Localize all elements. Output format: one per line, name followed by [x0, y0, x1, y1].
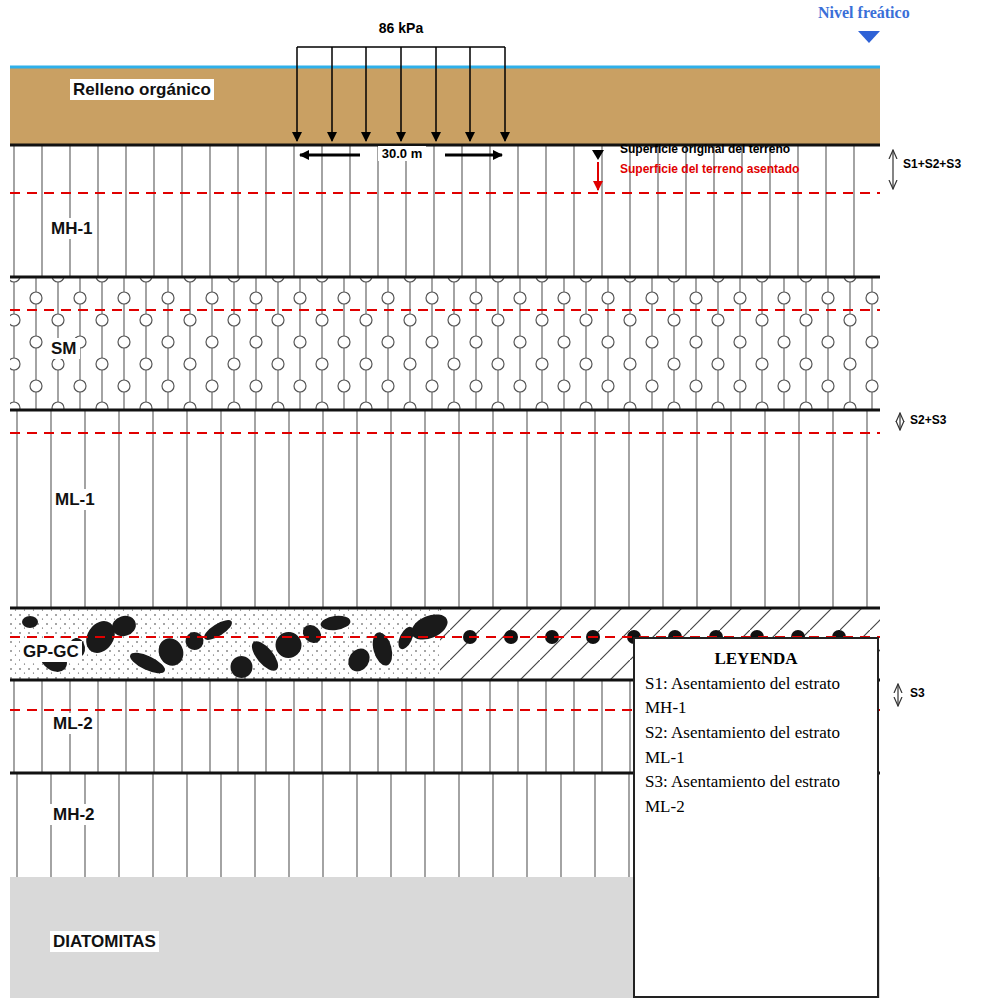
gravel-blob — [183, 630, 205, 652]
gravel-blob — [154, 634, 187, 669]
gravel-blob — [229, 654, 254, 679]
fill-layer: Relleno orgánico — [10, 68, 880, 145]
settlement-label: S1+S2+S3 — [903, 157, 961, 171]
soil-layer: SM — [10, 277, 880, 410]
dimension-label: 30.0 m — [378, 146, 426, 161]
water-table-label: Nivel freático — [818, 4, 910, 22]
settled-lines — [10, 193, 880, 710]
legend-entry: S2: Asentamiento del estrato ML-1 — [645, 721, 867, 770]
gravel-blob — [344, 644, 374, 675]
layer-name: GP-GC — [20, 641, 82, 662]
layer-boundaries — [10, 145, 880, 773]
layer-name: ML-2 — [50, 713, 96, 734]
settlement-dimensions — [893, 150, 900, 706]
legend-entry: S3: Asentamiento del estrato ML-2 — [645, 770, 867, 819]
settlement-arrow — [597, 162, 599, 190]
layer-name: Relleno orgánico — [70, 79, 214, 100]
settlement-label: S3 — [910, 686, 925, 700]
layer-name: MH-1 — [48, 218, 96, 239]
gravel-blob — [275, 632, 301, 658]
original-surface-marker — [592, 150, 604, 160]
water-table-symbol — [858, 31, 880, 43]
gravel-blob — [110, 613, 139, 639]
layer-name: ML-1 — [52, 489, 98, 510]
surface-label: Superficie del terreno asentado — [620, 162, 799, 176]
gravel-blob — [22, 616, 38, 628]
layer-name: SM — [48, 338, 80, 359]
soil-layers — [10, 68, 880, 998]
legend-entry: S1: Asentamiento del estrato MH-1 — [645, 672, 867, 721]
legend-title: LEYENDA — [645, 647, 867, 672]
settlement-label: S2+S3 — [910, 413, 946, 427]
layer-name: DIATOMITAS — [50, 931, 159, 952]
gravel-blobs — [22, 609, 451, 679]
soil-layer: ML-1 — [10, 410, 880, 608]
layer-name: MH-2 — [50, 804, 98, 825]
gravel-blob — [369, 630, 395, 668]
water-surface — [10, 66, 880, 69]
gravel-blob — [408, 609, 452, 644]
legend-box: LEYENDAS1: Asentamiento del estrato MH-1… — [633, 637, 879, 998]
load-label: 86 kPa — [379, 20, 423, 36]
surface-label: Superficie original del terreno — [620, 142, 790, 156]
load-arrows — [297, 47, 505, 141]
gravel-blob — [201, 616, 234, 643]
gravel-blob — [320, 614, 351, 632]
